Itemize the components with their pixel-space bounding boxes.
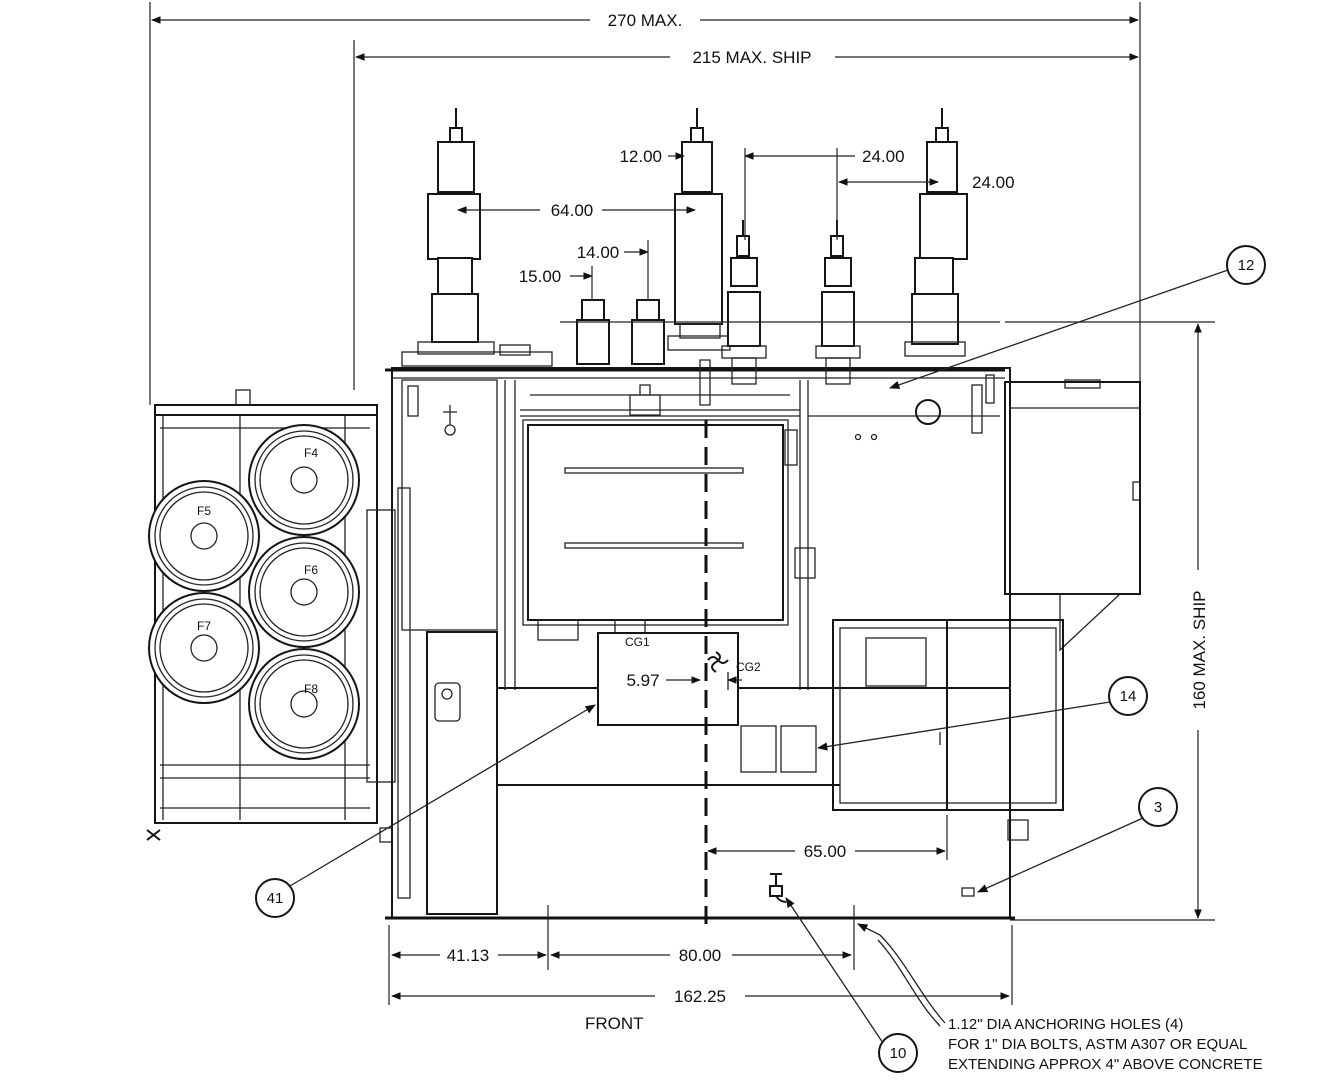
bushing-hv-left [401, 108, 553, 367]
dim-12-label: 12.00 [619, 147, 662, 166]
dim-14-label: 14.00 [577, 243, 620, 262]
dim-overall-width: 270 MAX. [149, 2, 1141, 405]
callout-10: 10 [785, 897, 918, 1073]
bushing-x2 [815, 220, 861, 385]
dim-14: 14.00 [577, 240, 649, 300]
callout-14: 14 [816, 676, 1148, 751]
dim-overall-width-label: 270 MAX. [608, 11, 683, 30]
lower-structure [366, 487, 1029, 920]
dim-16225-label: 162.25 [674, 987, 726, 1006]
dim-ship-width-label: 215 MAX. SHIP [692, 48, 811, 67]
fan-f5-label: F5 [197, 504, 211, 518]
note-line-3: EXTENDING APPROX 4" ABOVE CONCRETE [948, 1056, 1263, 1073]
dim-ship-width: 215 MAX. SHIP [353, 40, 1139, 390]
callout-41-label: 41 [267, 890, 284, 907]
fan-f5: F5 [148, 480, 260, 592]
dim-597-label: 5.97 [626, 671, 659, 690]
bushing-small-a [560, 299, 1000, 365]
dim-15: 15.00 [519, 266, 593, 300]
anchoring-note: 1.12" DIA ANCHORING HOLES (4) FOR 1" DIA… [948, 1016, 1263, 1073]
dim-15-label: 15.00 [519, 267, 562, 286]
fan-f4-label: F4 [304, 446, 318, 460]
bushing-x1 [721, 220, 767, 385]
cg2-label: CG2 [736, 660, 761, 674]
callout-12: 12 [889, 245, 1266, 389]
dim-4113-label: 41.13 [447, 946, 490, 965]
control-cabinet [832, 619, 1064, 811]
dim-64-label: 64.00 [551, 201, 594, 220]
central-panel [522, 359, 816, 641]
drain-valve [769, 873, 787, 903]
dim-24b-label: 24.00 [972, 173, 1015, 192]
cg1-label: CG1 [625, 635, 650, 649]
dim-65: 65.00 [707, 815, 948, 861]
callout-12-label: 12 [1238, 257, 1255, 274]
callout-10-label: 10 [890, 1045, 907, 1062]
fan-f8-label: F8 [304, 682, 318, 696]
note-line-1: 1.12" DIA ANCHORING HOLES (4) [948, 1016, 1183, 1033]
dim-16225: 162.25 [391, 925, 1013, 1006]
dim-64: 64.00 [457, 201, 696, 220]
fan-f4: F4 [248, 424, 360, 536]
bushing-hv-right [904, 108, 968, 357]
fan-f8: F8 [248, 648, 360, 760]
dim-4113: 41.13 [388, 905, 549, 1005]
dim-597: 5.97 [626, 671, 742, 690]
anchoring-leader [857, 923, 946, 1027]
dim-80: 80.00 [550, 905, 855, 970]
fan-f7: F7 [148, 592, 260, 704]
dim-65-label: 65.00 [804, 842, 847, 861]
dim-24a-label: 24.00 [862, 147, 905, 166]
dim-24b: 24.00 [838, 173, 1015, 192]
callout-3-label: 3 [1154, 799, 1162, 816]
main-tank [385, 367, 1141, 919]
dim-ship-height: 160 MAX. SHIP [1005, 321, 1215, 921]
callout-3: 3 [977, 787, 1178, 893]
front-label: FRONT [585, 1014, 644, 1033]
fan-f6-label: F6 [304, 563, 318, 577]
fan-f7-label: F7 [197, 619, 211, 633]
dim-12: 12.00 [619, 147, 685, 166]
dim-80-label: 80.00 [679, 946, 722, 965]
fan-f6: F6 [248, 536, 360, 648]
dim-ship-height-label: 160 MAX. SHIP [1190, 590, 1209, 709]
callout-14-label: 14 [1120, 688, 1137, 705]
dim-24a: 24.00 [744, 147, 905, 240]
cg-box: CG1 CG2 [597, 632, 761, 726]
callout-41: 41 [255, 704, 596, 918]
note-line-2: FOR 1" DIA BOLTS, ASTM A307 OR EQUAL [948, 1036, 1247, 1053]
bushing-hv-center [667, 108, 731, 351]
